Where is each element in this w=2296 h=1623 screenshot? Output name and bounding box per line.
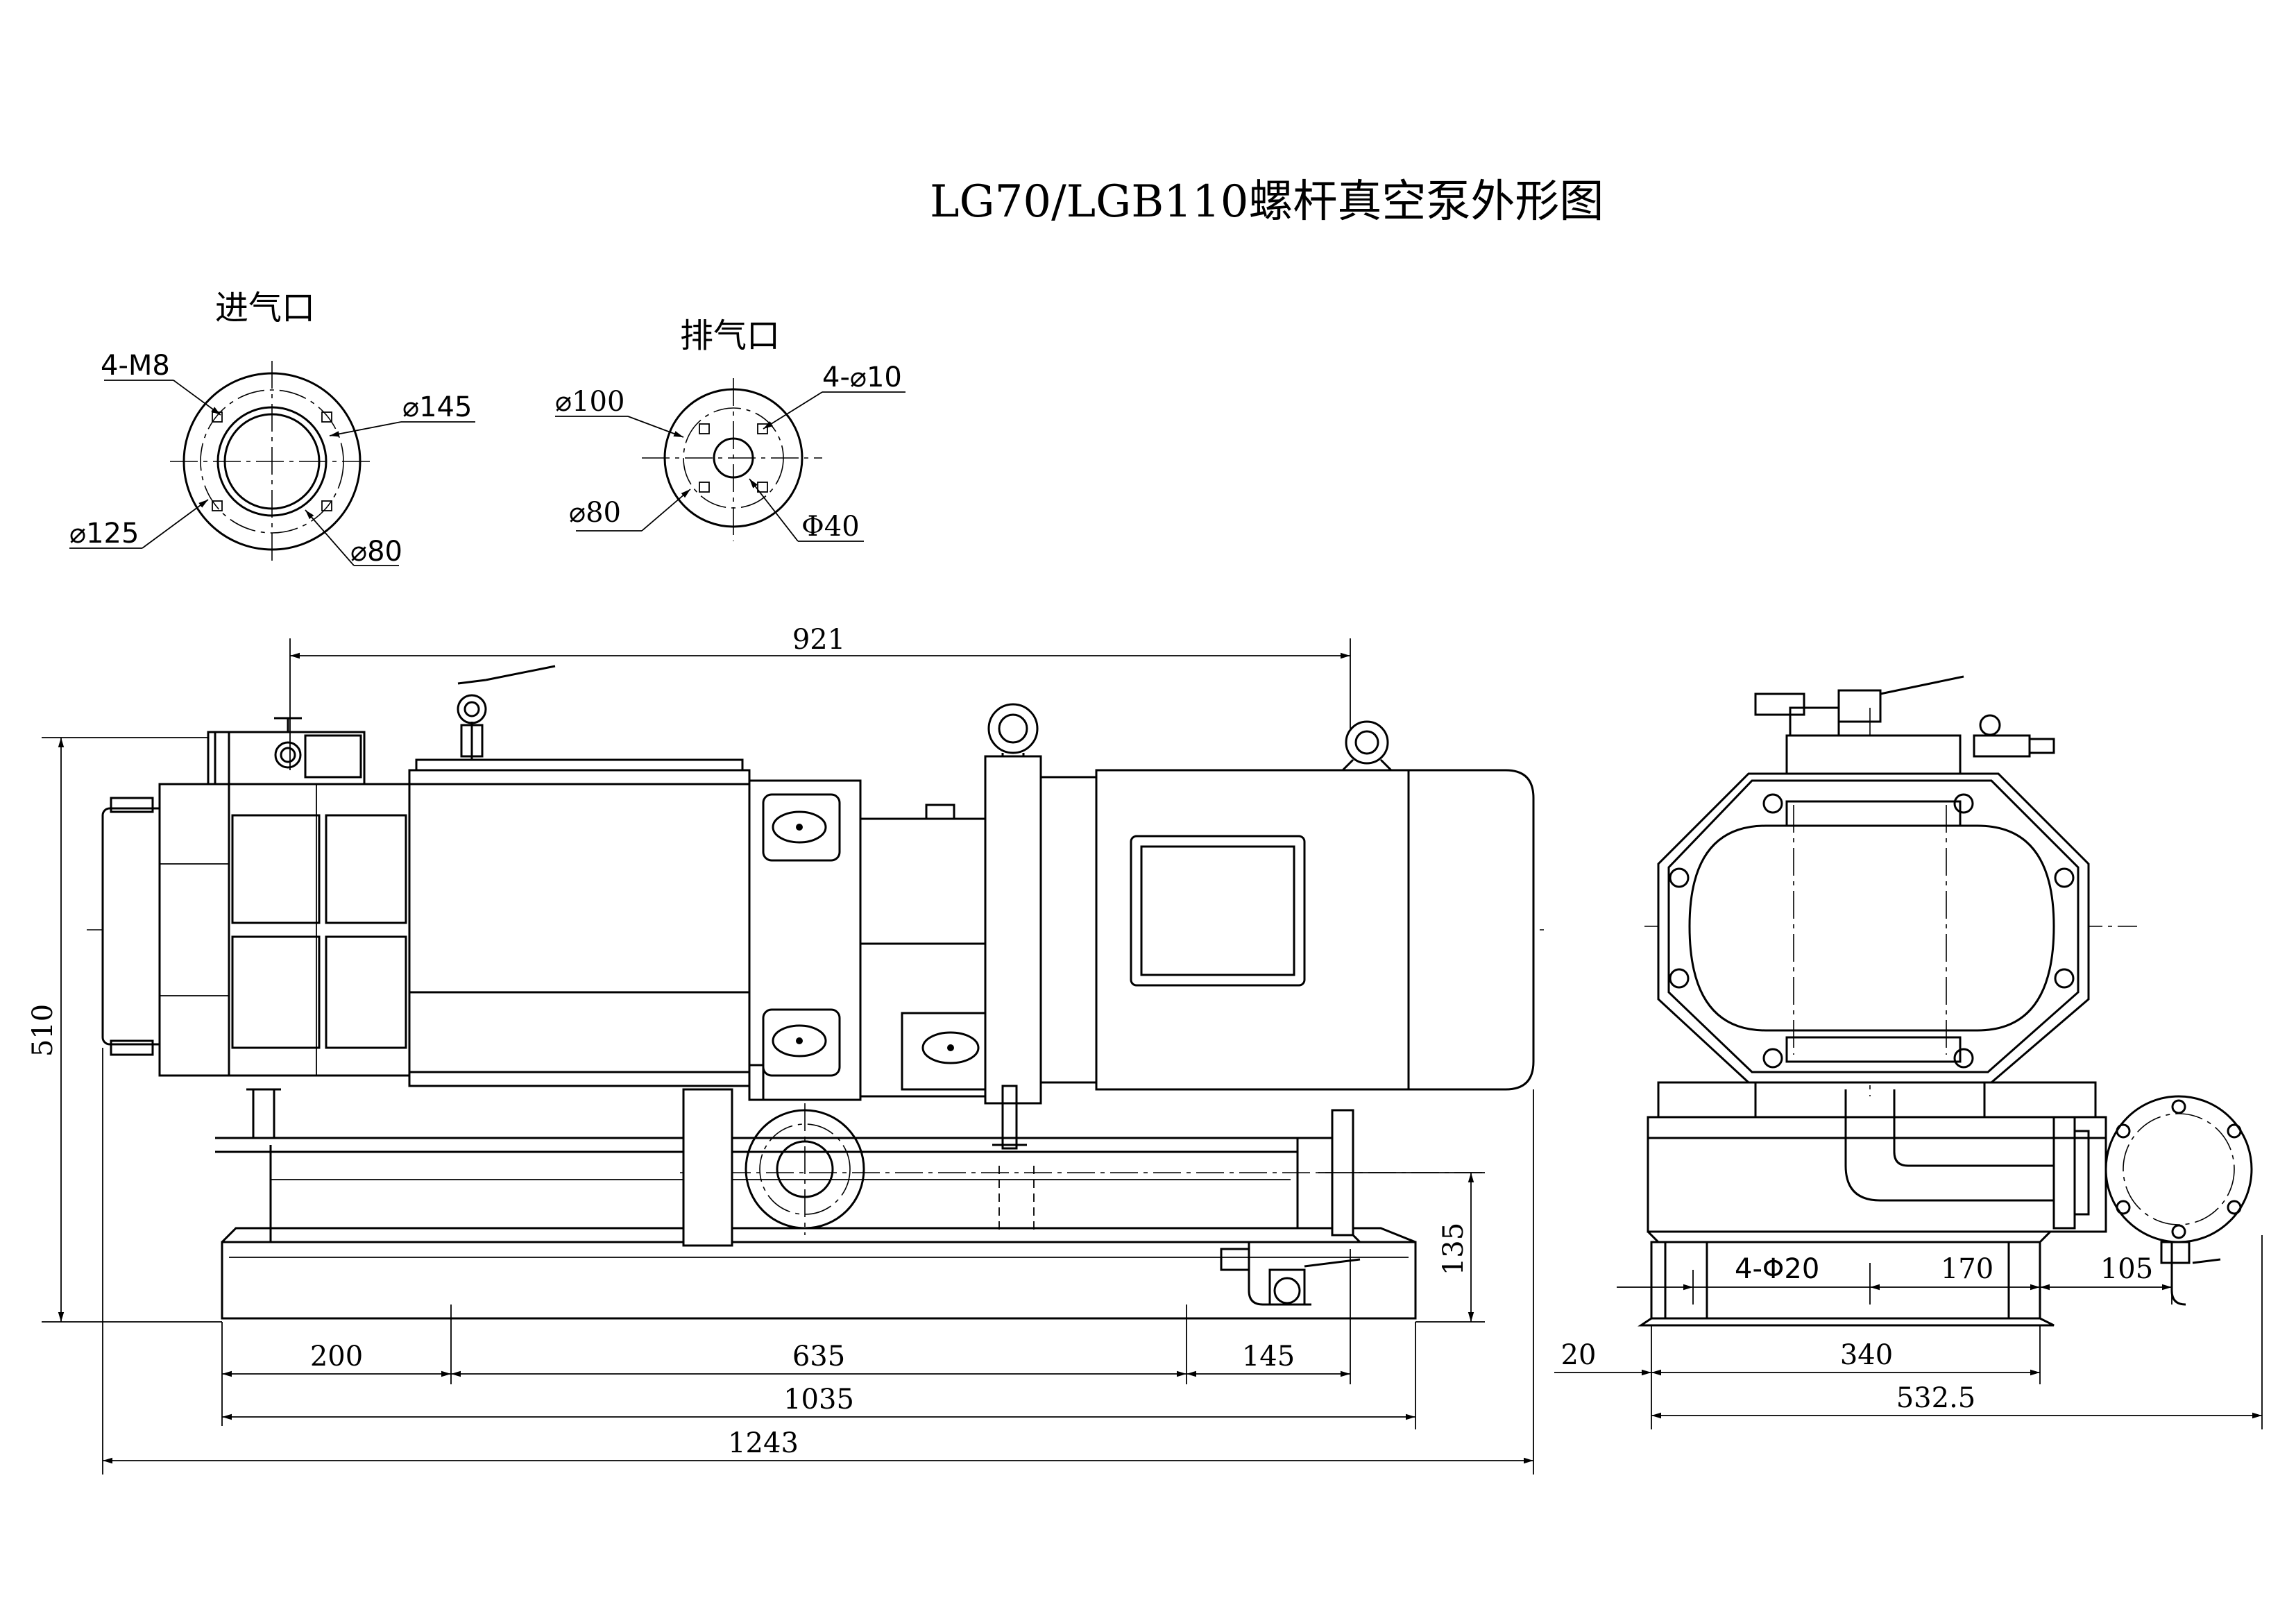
side-dim-overall-width: 532.5 bbox=[1896, 1382, 1976, 1414]
inlet-bolt-holes bbox=[212, 411, 332, 511]
inlet-holes-label: 4-M8 bbox=[101, 350, 170, 382]
front-view bbox=[87, 665, 1547, 1320]
side-dim-base-width: 340 bbox=[1840, 1339, 1893, 1371]
inlet-heading: 进气口 bbox=[215, 289, 315, 328]
side-dim-hole-span: 170 bbox=[1941, 1253, 1993, 1285]
outlet-bolt-holes bbox=[699, 423, 768, 493]
side-bolt-holes bbox=[1669, 793, 2075, 1069]
inlet-flange-detail: 进气口 4-M8 ⌀145 ⌀125 ⌀80 bbox=[69, 289, 475, 568]
dim-inlet-height: 135 bbox=[1438, 1223, 1470, 1275]
dim-base-length: 1035 bbox=[783, 1384, 854, 1416]
outlet-bore-label: Φ40 bbox=[801, 511, 860, 543]
dim-seg-c: 145 bbox=[1242, 1341, 1295, 1373]
outlet-outer-label: ⌀100 bbox=[555, 386, 624, 418]
inlet-outer-label: ⌀125 bbox=[69, 518, 139, 550]
side-view bbox=[1638, 675, 2253, 1327]
drawing-title: LG70/LGB110螺杆真空泵外形图 bbox=[930, 176, 1604, 228]
outlet-holes-label: 4-⌀10 bbox=[822, 362, 902, 393]
side-view-dimensions: 4-Φ20 170 105 20 340 532.5 bbox=[1554, 1235, 2263, 1429]
side-dim-holes: 4-Φ20 bbox=[1735, 1253, 1819, 1285]
front-view-dimensions: 921 510 135 200 635 145 1035 1243 bbox=[27, 624, 1534, 1475]
dim-seg-a: 200 bbox=[310, 1341, 363, 1373]
outlet-heading: 排气口 bbox=[680, 316, 780, 355]
side-dim-offset-left: 20 bbox=[1561, 1339, 1597, 1371]
side-dim-offset-right: 105 bbox=[2100, 1253, 2153, 1285]
inlet-bore-label: ⌀80 bbox=[350, 536, 402, 568]
outlet-flange-detail: 排气口 ⌀100 4-⌀10 ⌀80 Φ40 bbox=[555, 316, 905, 543]
outlet-bolt-circle-label: ⌀80 bbox=[569, 497, 621, 529]
inlet-bolt-circle-label: ⌀145 bbox=[402, 391, 472, 423]
dim-top-length: 921 bbox=[792, 624, 845, 656]
dim-seg-b: 635 bbox=[792, 1341, 845, 1373]
dim-overall-length: 1243 bbox=[728, 1427, 799, 1459]
dim-height: 510 bbox=[27, 1004, 59, 1057]
